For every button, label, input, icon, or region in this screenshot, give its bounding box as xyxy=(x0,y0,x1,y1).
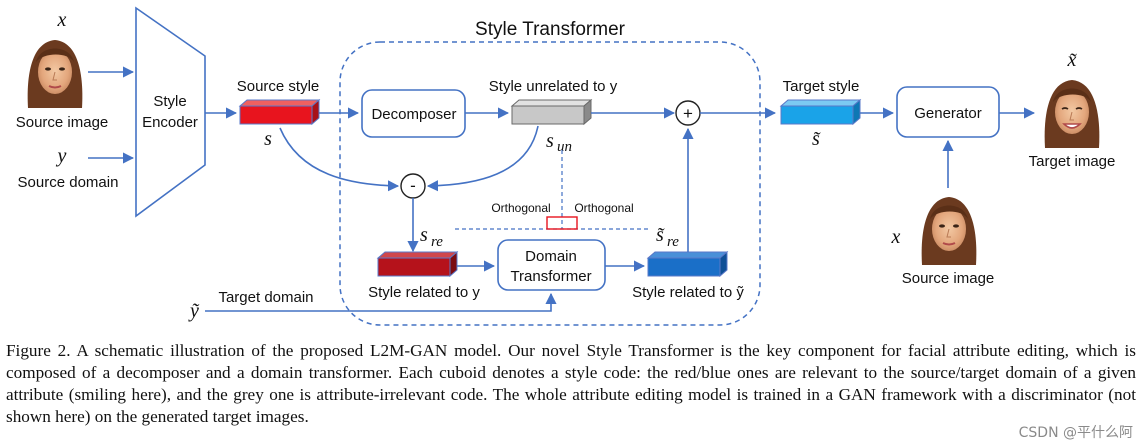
minus-symbol: - xyxy=(410,176,416,195)
style-encoder-block xyxy=(135,6,206,218)
x-tilde-output-symbol: x̃ xyxy=(1067,49,1077,71)
s-re-tilde-symbol: s̃ xyxy=(656,224,665,246)
orthogonal-marker xyxy=(546,216,578,230)
source-image-label: Source image xyxy=(16,114,109,131)
plus-symbol: + xyxy=(683,104,693,123)
y-tilde-input-symbol: ỹ xyxy=(188,300,200,322)
s-un-symbol: s xyxy=(546,130,554,152)
s-re-symbol: s xyxy=(420,224,428,246)
style-encoder-label-line1: Style xyxy=(153,93,186,110)
style-transformer-container xyxy=(339,41,761,326)
generator-label: Generator xyxy=(914,105,982,122)
csdn-watermark: CSDN @平什么阿 xyxy=(1018,425,1133,441)
style-unrelated-label: Style unrelated to y xyxy=(489,78,618,95)
s-un-subscript: un xyxy=(557,139,572,155)
s-re-tilde-subscript: re xyxy=(667,234,679,250)
orthogonal-left-label: Orthogonal xyxy=(491,201,550,215)
source-style-cuboid xyxy=(238,98,321,126)
target-face-image xyxy=(1040,73,1104,149)
target-image-label: Target image xyxy=(1029,153,1116,170)
arrow-s-to-minus xyxy=(279,127,400,192)
x-lower-symbol: x xyxy=(891,226,901,248)
source-domain-label: Source domain xyxy=(18,174,119,191)
decomposer-label: Decomposer xyxy=(371,106,456,123)
target-domain-label: Target domain xyxy=(218,289,313,306)
style-unrelated-cuboid xyxy=(510,98,593,126)
domain-transformer-label-line1: Domain xyxy=(525,248,577,265)
s-tilde-symbol: s̃ xyxy=(812,128,821,150)
figure-caption: Figure 2. A schematic illustration of th… xyxy=(6,341,1136,426)
style-related-y-tilde-label: Style related to ỹ xyxy=(632,284,744,301)
domain-transformer-block xyxy=(497,239,606,291)
style-encoder-label-line2: Encoder xyxy=(142,114,198,131)
style-related-y-tilde-cuboid xyxy=(646,250,729,278)
source-face-image xyxy=(23,33,87,109)
arrow-sun-to-minus xyxy=(426,125,539,192)
source-image-lower-label: Source image xyxy=(902,270,995,287)
y-input-symbol: y xyxy=(56,145,67,167)
generator-block xyxy=(896,86,1000,138)
style-related-y-cuboid xyxy=(376,250,459,278)
s-symbol: s xyxy=(264,128,272,150)
x-input-symbol: x xyxy=(57,9,67,31)
target-style-cuboid xyxy=(779,98,862,126)
style-transformer-title: Style Transformer xyxy=(475,19,626,40)
orthogonal-right-label: Orthogonal xyxy=(574,201,633,215)
l2m-gan-diagram: Style Transformer x Source image y Sourc… xyxy=(16,6,1116,326)
style-related-y-label: Style related to y xyxy=(368,284,480,301)
target-style-label: Target style xyxy=(783,78,860,95)
source-face-image-lower xyxy=(917,190,981,266)
domain-transformer-label-line2: Transformer xyxy=(510,268,591,285)
source-style-label: Source style xyxy=(237,78,320,95)
arrow-target-domain-to-transformer xyxy=(205,292,557,312)
s-re-subscript: re xyxy=(431,234,443,250)
